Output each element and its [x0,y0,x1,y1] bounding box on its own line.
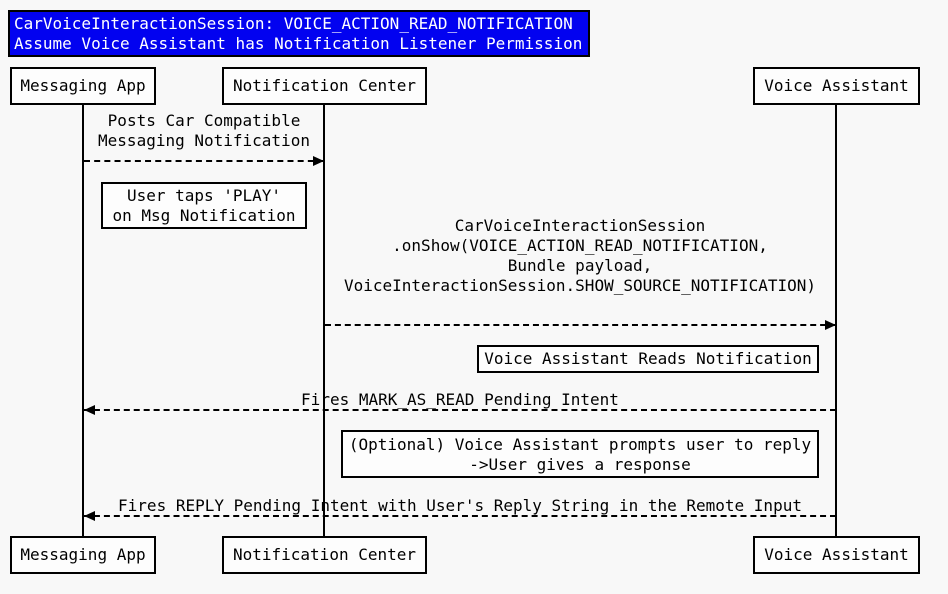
participant-messaging-app-top: Messaging App [10,67,156,105]
note-reads-notification: Voice Assistant Reads Notification [477,345,819,373]
message-arrow-reply [84,511,836,521]
lifeline-messaging-app [82,105,84,536]
message-arrow-post-notification [84,156,324,166]
note-user-taps-play: User taps 'PLAY' on Msg Notification [101,182,307,229]
arrowhead-right-icon [825,320,836,330]
message-label-mark-as-read: Fires MARK_AS_READ Pending Intent [301,390,619,409]
arrowhead-left-icon [84,405,95,415]
message-label-on-show: CarVoiceInteractionSession .onShow(VOICE… [343,216,816,295]
message-arrow-on-show [325,320,836,330]
message-label-post-notification: Posts Car Compatible Messaging Notificat… [98,111,310,150]
arrowhead-right-icon [313,156,324,166]
lifeline-notification-center [323,105,325,536]
message-label-reply: Fires REPLY Pending Intent with User's R… [118,496,802,515]
participant-notification-center-top: Notification Center [222,67,427,105]
participant-voice-assistant-bottom: Voice Assistant [753,536,920,574]
diagram-title: CarVoiceInteractionSession: VOICE_ACTION… [8,10,590,57]
message-arrow-mark-as-read [84,405,836,415]
note-optional-prompt: (Optional) Voice Assistant prompts user … [341,430,819,478]
participant-voice-assistant-top: Voice Assistant [753,67,920,105]
arrowhead-left-icon [84,511,95,521]
participant-notification-center-bottom: Notification Center [222,536,427,574]
lifeline-voice-assistant [835,105,837,536]
participant-messaging-app-bottom: Messaging App [10,536,156,574]
